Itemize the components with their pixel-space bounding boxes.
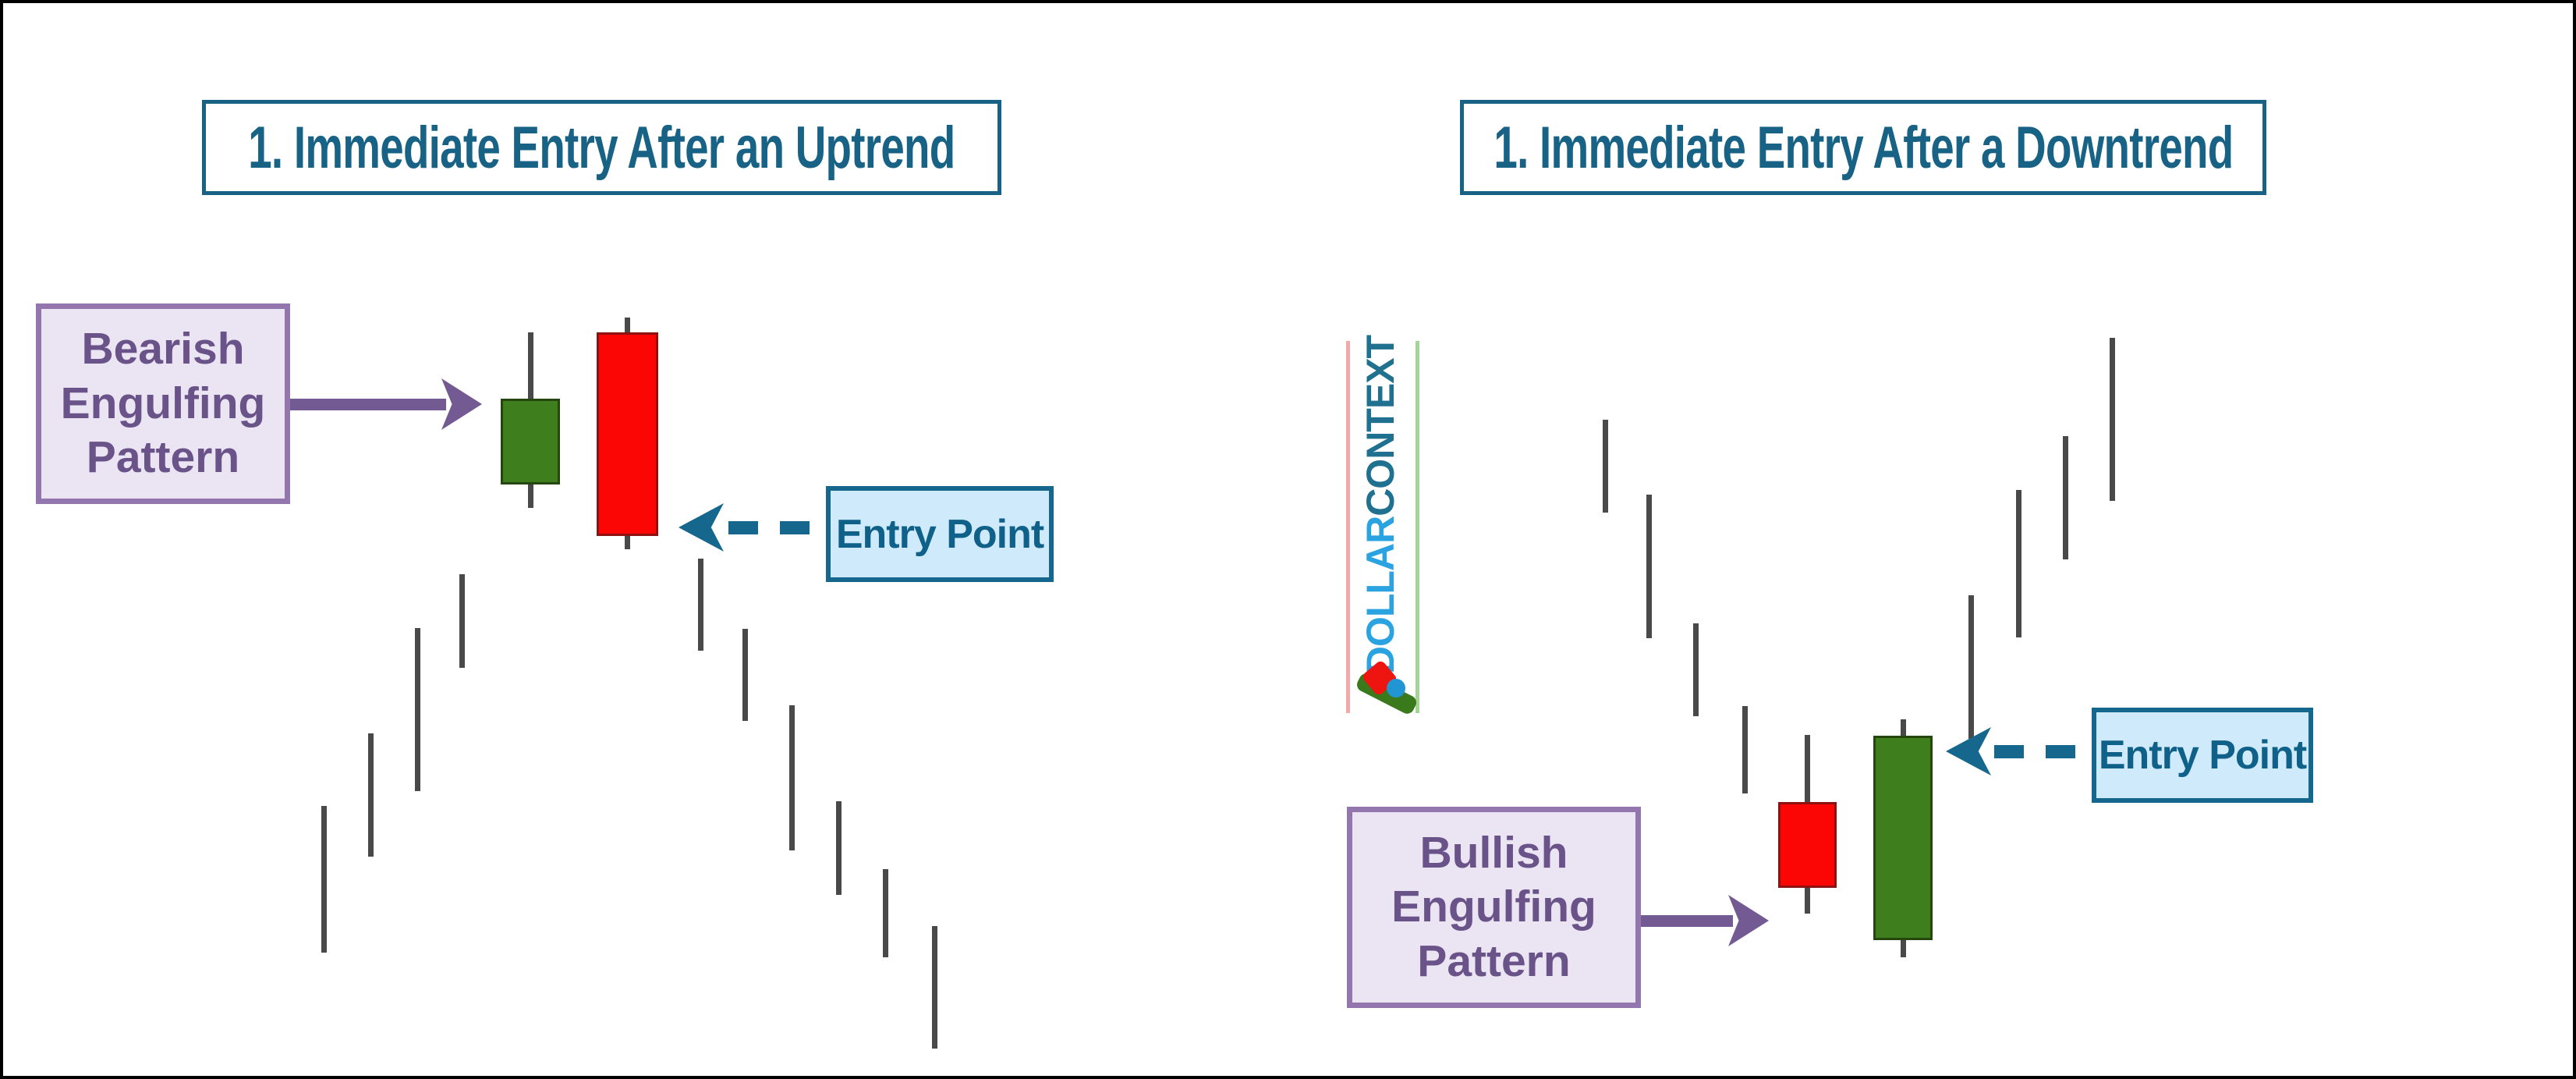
bearish-engulfing-label: Bearish Engulfing Pattern [60,324,266,483]
price-bar [321,806,327,953]
bullish-candle-body [501,399,560,484]
price-bar [1646,495,1652,638]
price-bar [742,629,748,721]
bullish-engulfing-label-box: Bullish Engulfing Pattern [1347,807,1641,1008]
right-entry-point-box: Entry Point [2092,708,2313,803]
wordmark-context: CONTEXT [1359,335,1402,516]
right-title: 1. Immediate Entry After a Downtrend [1493,114,2234,181]
bullish-candle-body [1873,736,1933,940]
bullish-engulfing-label: Bullish Engulfing Pattern [1391,827,1596,986]
bearish-candle-body [1777,802,1837,888]
price-bar [2109,338,2115,501]
left-entry-arrow-dashes [728,521,826,534]
right-entry-arrow-dashes [1994,745,2092,758]
left-title: 1. Immediate Entry After an Uptrend [248,114,955,181]
price-bar [2062,436,2068,559]
right-candlestick-chart [3,3,2573,1076]
wordmark-dollar: DOLLAR [1359,516,1402,675]
price-bar [367,733,374,857]
bearish-candle-body [596,332,658,536]
price-bar [2015,490,2021,637]
left-title-box: 1. Immediate Entry After an Uptrend [202,100,1001,195]
left-entry-point-label: Entry Point [835,511,1044,557]
price-bar [697,559,703,651]
left-candlestick-chart [3,3,2573,1076]
price-bar [835,801,842,895]
price-bar [1742,706,1748,793]
left-entry-point-box: Entry Point [826,486,1054,582]
price-bar [931,926,937,1049]
bearish-engulfing-label-box: Bearish Engulfing Pattern [36,303,290,504]
price-bar [882,869,888,957]
logo-left-rule [1346,341,1350,713]
right-entry-point-label: Entry Point [2098,733,2307,778]
price-bar [1602,420,1608,513]
price-bar [414,628,420,791]
dollarcontext-logo-blue-dot-icon [1387,679,1405,697]
bearish-pattern-arrow-shaft [290,399,446,410]
price-bar [1692,623,1699,716]
price-bar [788,705,795,850]
logo-right-rule [1416,341,1419,713]
right-title-box: 1. Immediate Entry After a Downtrend [1460,100,2266,195]
bullish-pattern-arrow-shaft [1641,915,1733,927]
price-bar [459,574,465,668]
price-bar [1968,595,1974,739]
